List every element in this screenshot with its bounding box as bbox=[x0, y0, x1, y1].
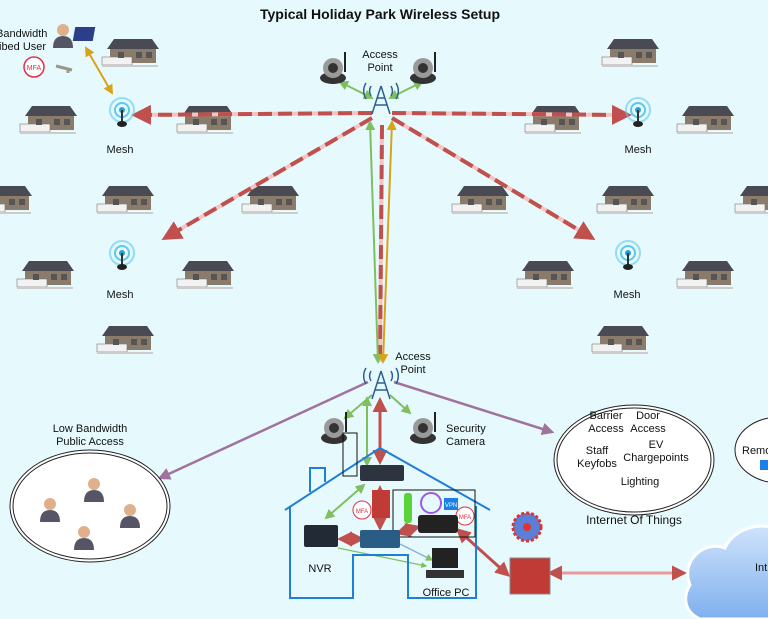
wireless-links bbox=[84, 46, 687, 581]
public-access-group bbox=[9, 449, 171, 563]
vpn-shield-icon bbox=[420, 492, 442, 514]
vpn-badge bbox=[444, 498, 458, 510]
nvr-label: NVR bbox=[308, 563, 331, 575]
house-icon bbox=[176, 105, 235, 135]
mesh-node-icon bbox=[625, 97, 651, 128]
security-camera-label: Security bbox=[446, 423, 486, 435]
iot-item: Access bbox=[588, 423, 624, 435]
battery-icon bbox=[404, 493, 412, 523]
router-icon bbox=[360, 530, 400, 548]
internet-cloud-icon bbox=[684, 524, 768, 619]
mesh-node-icon bbox=[615, 240, 641, 271]
firewall-icon bbox=[372, 490, 390, 518]
vpn-gateway-icon bbox=[418, 515, 458, 533]
iot-item: Lighting bbox=[621, 476, 660, 488]
mesh-label: Mesh bbox=[107, 144, 134, 156]
network-switch-icon bbox=[360, 465, 404, 481]
iot-item: Chargepoints bbox=[623, 452, 689, 464]
house-icon bbox=[516, 260, 575, 290]
mfa-label: MFA bbox=[459, 515, 471, 521]
mesh-node-icon bbox=[109, 97, 135, 128]
house-icon bbox=[451, 185, 510, 215]
mesh-node-icon bbox=[109, 240, 135, 271]
access-point-tower-icon bbox=[362, 367, 400, 400]
house-icon bbox=[19, 105, 78, 135]
user-label-line2: ibed User bbox=[0, 41, 46, 53]
house-icon bbox=[734, 185, 768, 215]
vpn-badge bbox=[760, 460, 768, 470]
mesh-label: Mesh bbox=[107, 289, 134, 301]
mfa-label: MFA bbox=[356, 509, 368, 515]
house-icon bbox=[676, 260, 735, 290]
house-icon bbox=[596, 185, 655, 215]
iot-item: Access bbox=[630, 423, 666, 435]
mfa-badge-icon bbox=[352, 500, 372, 520]
laptop-icon bbox=[72, 27, 96, 41]
office-pc-label: Office PC bbox=[423, 587, 470, 599]
remote-access-group bbox=[734, 417, 768, 483]
iot-item: Barrier bbox=[589, 410, 622, 422]
access-point-tower-icon bbox=[362, 82, 400, 115]
iot-label: Internet Of Things bbox=[586, 513, 682, 527]
user-group: Bandwidth ibed User MFA bbox=[0, 24, 96, 78]
house-icon bbox=[524, 105, 583, 135]
access-point-label: Access bbox=[395, 351, 431, 363]
security-camera-label: Camera bbox=[446, 436, 486, 448]
iot-item: Staff bbox=[586, 445, 609, 457]
access-point-label: Point bbox=[400, 364, 425, 376]
office-building bbox=[284, 432, 491, 599]
vpn-label: VPN bbox=[445, 503, 457, 509]
house-icon bbox=[591, 325, 650, 355]
security-camera-icon bbox=[320, 52, 346, 84]
house-icon bbox=[0, 185, 33, 215]
external-firewall-icon bbox=[509, 557, 551, 595]
mesh-label: Mesh bbox=[614, 289, 641, 301]
iot-item: Keyfobs bbox=[577, 458, 617, 470]
internet-label: Int bbox=[755, 562, 767, 574]
user-avatar-icon bbox=[53, 24, 73, 48]
office-pc-icon bbox=[432, 548, 458, 568]
house-icon bbox=[601, 38, 660, 68]
access-point-label: Point bbox=[367, 62, 392, 74]
iot-item: EV bbox=[649, 439, 664, 451]
house-icon bbox=[176, 260, 235, 290]
house-icon bbox=[16, 260, 75, 290]
keys-icon bbox=[55, 64, 73, 73]
security-camera-icon bbox=[410, 52, 436, 84]
house-icon bbox=[96, 185, 155, 215]
iot-item: Door bbox=[636, 410, 660, 422]
mfa-badge-icon bbox=[23, 56, 45, 78]
public-access-label: Public Access bbox=[56, 436, 124, 448]
house-icon bbox=[96, 325, 155, 355]
user-label-line1: Bandwidth bbox=[0, 28, 47, 40]
nvr-icon bbox=[304, 525, 338, 547]
security-camera-icon bbox=[410, 412, 436, 444]
house-icon bbox=[101, 38, 160, 68]
diagram-title: Typical Holiday Park Wireless Setup bbox=[260, 6, 500, 22]
iot-group bbox=[553, 404, 715, 516]
mfa-label: MFA bbox=[27, 65, 42, 72]
public-access-label: Low Bandwidth bbox=[53, 423, 128, 435]
mesh-label: Mesh bbox=[625, 144, 652, 156]
remote-access-label: Remo bbox=[742, 445, 768, 457]
access-point-label: Access bbox=[362, 49, 398, 61]
house-icon bbox=[676, 105, 735, 135]
holiday-homes bbox=[0, 38, 768, 355]
